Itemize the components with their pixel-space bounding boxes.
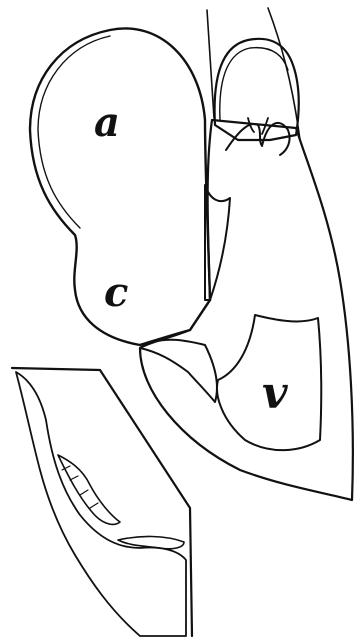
valve-flap	[140, 340, 217, 402]
label-c: c	[104, 269, 128, 316]
vessel-left-line	[207, 10, 214, 118]
inset-detail	[12, 368, 192, 636]
label-v: v	[262, 368, 288, 419]
ventricle-wall	[140, 120, 353, 500]
label-a: a	[94, 99, 120, 146]
